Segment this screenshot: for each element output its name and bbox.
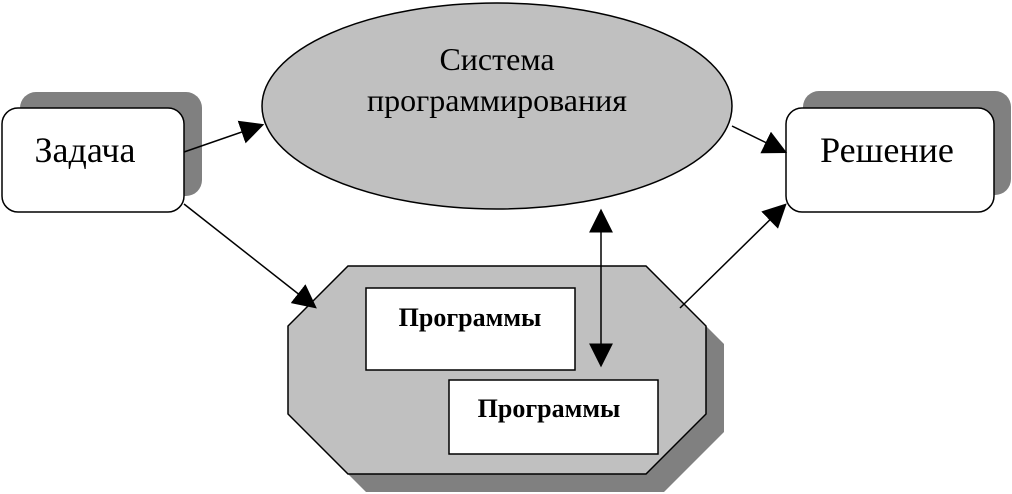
program-box-2 [448,379,659,455]
arrow-system-to-solution [731,125,788,154]
program-label-1: Программы [399,303,542,332]
program-box-1 [365,287,576,371]
program-label-2: Программы [478,394,621,423]
solution-label: Решение [820,130,954,170]
arrow-task-to-programs [183,203,317,309]
solution-box [785,107,995,213]
system-label-line1: Система [439,41,554,77]
arrow-programs-to-solution [679,203,787,309]
system-node: Система программирования [261,2,733,210]
programs-node: Программы Программы [287,265,724,492]
system-ellipse [261,2,733,210]
system-label-line2: программирования [367,82,627,118]
arrow-task-to-system [183,120,265,153]
task-box [1,107,185,213]
task-label: Задача [35,130,136,170]
task-node: Задача [1,92,202,213]
solution-node: Решение [785,91,1011,213]
